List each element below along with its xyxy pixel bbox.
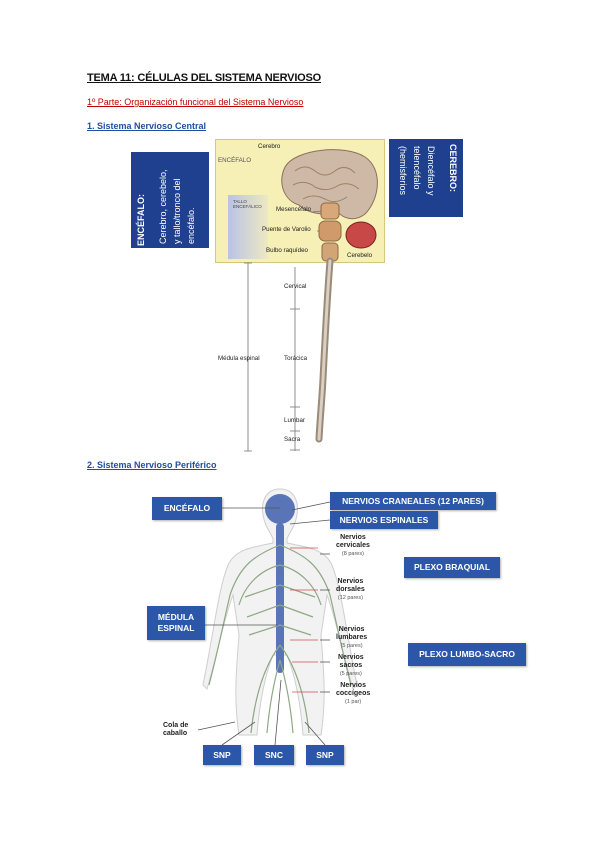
- nerve-coccigeos-line-2: coccígeos: [336, 690, 371, 697]
- label-cola-de-caballo: Cola de caballo: [163, 722, 188, 738]
- nerve-coccigeos-line-1: Nervios: [340, 682, 366, 689]
- label-tallo-line-1: TALLO: [233, 199, 247, 204]
- plexo-lumbosacro-box: PLEXO LUMBO-SACRO: [408, 643, 526, 666]
- snc-box: SNC: [254, 745, 294, 765]
- encefalo-definition-box: ENCÉFALO: Cerebro, cerebelo, y tallo/tro…: [131, 152, 209, 248]
- nerve-branches: [208, 544, 352, 734]
- label-cervical: Cervical: [284, 283, 307, 290]
- brain-gyri: [292, 166, 360, 203]
- label-cerebro: Cerebro: [258, 143, 281, 150]
- snp-left-box: SNP: [203, 745, 241, 765]
- nervios-craneales-box: NERVIOS CRANEALES (12 PARES): [330, 492, 496, 510]
- nervios-espinales-box: NERVIOS ESPINALES: [330, 511, 438, 529]
- nerve-label-lumbares: Nervios lumbares (5 pares): [336, 626, 367, 650]
- cerebro-definition-box: CEREBRO: Diencéfalo y telencéfalo (hemis…: [389, 139, 463, 217]
- nerve-lumbares-line-1: Nervios: [338, 626, 365, 633]
- nerve-cervicales-count: (8 pares): [341, 551, 364, 557]
- cerebelo-shape: [345, 221, 377, 249]
- nerve-sacros-line-1: Nervios: [338, 654, 364, 661]
- nerve-cervicales-line-1: Nervios: [340, 534, 366, 541]
- nerve-label-coccigeos: Nervios coccígeos (1 par): [336, 682, 370, 706]
- section-1-heading: 1. Sistema Nervioso Central: [87, 121, 207, 131]
- label-puente: Puente de Varolio: [262, 226, 311, 233]
- nerve-lumbares-line-2: lumbares: [336, 634, 368, 641]
- label-bulbo: Bulbo raquídeo: [266, 247, 308, 254]
- label-encefalo: ENCÉFALO: [218, 157, 252, 164]
- section-2-heading: 2. Sistema Nervioso Periférico: [87, 460, 217, 470]
- cola-line-2: caballo: [163, 730, 188, 737]
- label-sacra: Sacra: [284, 436, 301, 443]
- spinal-cord-bar: [276, 523, 284, 673]
- label-mesencefalo: Mesencéfalo: [276, 206, 312, 213]
- nerve-coccigeos-count: (1 par): [345, 699, 362, 705]
- cns-illustration: [244, 149, 378, 452]
- label-tallo: TALLO ENCEFÁLICO: [233, 199, 262, 209]
- nerve-dorsales-count: (12 pares): [337, 595, 363, 601]
- nerve-dorsales-line-2: dorsales: [336, 586, 365, 593]
- tallo-encefalico-band: [228, 195, 268, 259]
- nerve-label-sacros: Nervios sacros (5 pares): [338, 654, 364, 678]
- label-tallo-line-2: ENCEFÁLICO: [233, 204, 262, 209]
- nerve-label-cervicales: Nervios cervicales (8 pares): [336, 534, 370, 558]
- nerve-cervicales-line-2: cervicales: [336, 542, 370, 549]
- page-title: TEMA 11: CÉLULAS DEL SISTEMA NERVIOSO: [87, 72, 322, 84]
- nerve-lumbares-count: (5 pares): [340, 643, 363, 649]
- nerve-label-dorsales: Nervios dorsales (12 pares): [336, 578, 365, 602]
- snp-right-box: SNP: [306, 745, 344, 765]
- nerve-sacros-count: (5 pares): [339, 671, 362, 677]
- page-subtitle: 1º Parte: Organización funcional del Sis…: [87, 97, 304, 107]
- label-toracica: Torácica: [284, 355, 308, 362]
- medula-box-line-2: ESPINAL: [157, 623, 195, 633]
- label-lumbar: Lumbar: [284, 417, 305, 424]
- medula-espinal-box: MÉDULA ESPINAL: [147, 606, 205, 640]
- spinal-cord-highlight: [317, 259, 332, 441]
- cola-line-1: Cola de: [163, 722, 189, 729]
- nerve-sacros-line-2: sacros: [339, 662, 363, 669]
- plexo-braquial-box: PLEXO BRAQUIAL: [404, 557, 500, 578]
- encefalo-box: ENCÉFALO: [152, 497, 222, 520]
- brain-circle: [265, 494, 295, 524]
- label-medula-espinal: Médula espinal: [218, 355, 260, 362]
- nerve-dorsales-line-1: Nervios: [337, 578, 364, 585]
- pns-illustration: [202, 488, 358, 736]
- label-cerebelo: Cerebelo: [347, 252, 373, 259]
- medula-box-line-1: MÉDULA: [157, 612, 195, 622]
